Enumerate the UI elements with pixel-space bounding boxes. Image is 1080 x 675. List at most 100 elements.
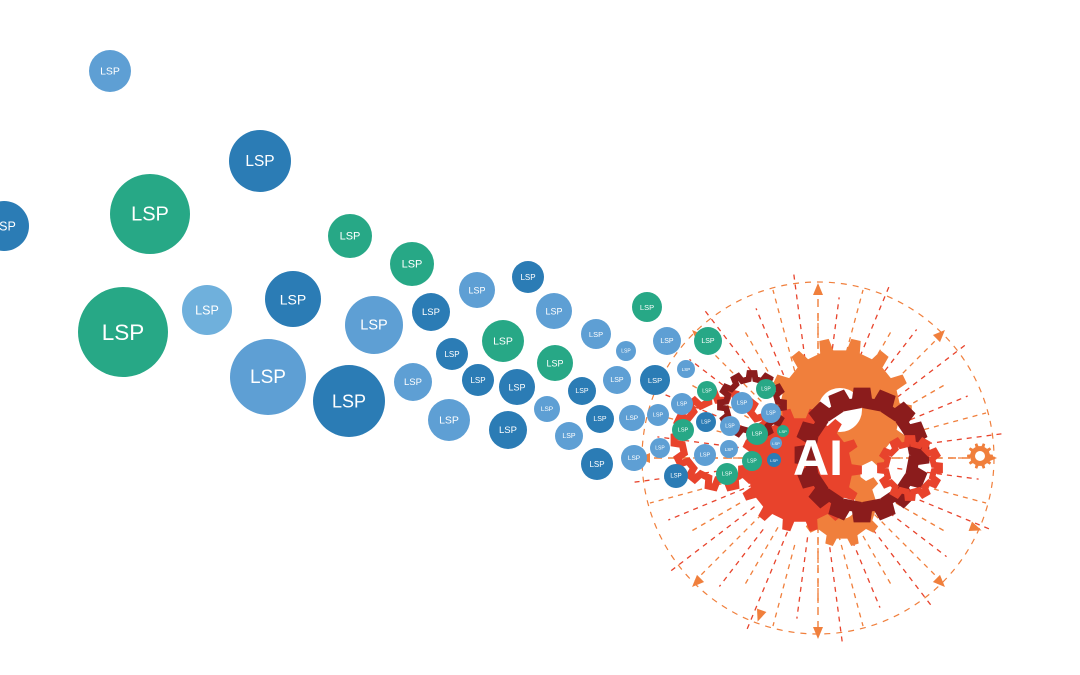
lsp-bubble: LSP [313, 365, 385, 437]
lsp-bubble-label: LSP [655, 446, 665, 452]
burst-ray [718, 529, 764, 587]
lsp-bubble-label: LSP [722, 472, 733, 478]
lsp-bubble-label: LSP [660, 338, 674, 345]
lsp-bubble-label: LSP [725, 424, 735, 430]
burst-ray [862, 535, 894, 589]
lsp-bubble-label: LSP [499, 425, 517, 436]
lsp-bubble-label: LSP [508, 383, 525, 393]
lsp-bubble-label: LSP [520, 273, 535, 282]
lsp-bubble: LSP [653, 327, 681, 355]
burst-ray [772, 544, 796, 627]
lsp-bubble-label: LSP [131, 204, 169, 226]
lsp-bubble-label: LSP [621, 349, 631, 355]
lsp-bubble: LSP [182, 285, 232, 335]
burst-ray [886, 497, 949, 534]
lsp-bubble-label: LSP [682, 367, 691, 372]
gear-red-right [877, 435, 943, 501]
lsp-bubble: LSP [394, 363, 432, 401]
lsp-bubble-label: LSP [562, 433, 576, 440]
lsp-bubble: LSP [390, 242, 434, 286]
burst-ray [829, 547, 843, 643]
burst-arrow [932, 330, 945, 343]
burst-ray [742, 526, 779, 589]
burst-ray [694, 507, 769, 582]
lsp-bubble-label: LSP [439, 415, 459, 427]
lsp-bubble-label: LSP [677, 402, 688, 408]
burst-ray [687, 502, 741, 534]
lsp-bubble: LSP [536, 293, 572, 329]
lsp-bubble: LSP [459, 272, 495, 308]
burst-arrow [692, 574, 705, 587]
lsp-bubble-label: LSP [725, 447, 734, 452]
gear-orange-tiny [967, 443, 993, 469]
burst-ray [633, 469, 729, 483]
lsp-bubble-label: LSP [747, 459, 757, 465]
lsp-bubble: LSP [581, 319, 611, 349]
lsp-bubble-label: LSP [493, 336, 513, 348]
lsp-bubble: LSP [482, 320, 524, 362]
lsp-bubble-label: LSP [737, 401, 748, 407]
lsp-bubble-label: LSP [195, 304, 219, 318]
lsp-bubble-label: LSP [589, 330, 603, 339]
burst-ray [838, 535, 864, 627]
burst-ray [867, 334, 942, 409]
burst-ray [867, 507, 942, 582]
lsp-bubble-label: LSP [404, 377, 422, 388]
lsp-bubble: LSP [767, 453, 781, 467]
lsp-bubble: LSP [770, 437, 782, 449]
lsp-bubble: LSP [640, 365, 670, 395]
burst-ray [866, 521, 932, 606]
lsp-bubble-label: LSP [772, 441, 780, 446]
lsp-bubble-label: LSP [541, 406, 553, 413]
lsp-bubble-label: LSP [610, 377, 624, 384]
burst-arrow [932, 574, 945, 587]
lsp-bubble: LSP [694, 444, 716, 466]
ai-label: AI [793, 430, 843, 486]
lsp-bubble-label: LSP [701, 338, 715, 345]
lsp-bubble: LSP [731, 392, 753, 414]
lsp-bubble-label: LSP [422, 307, 440, 318]
burst-ray [694, 334, 769, 409]
lsp-bubble: LSP [746, 423, 768, 445]
lsp-bubble-stream: LSP LSP LSP LSP LSP LSP LSP LSP LSP LSP LSP LSP LSP L… [0, 50, 789, 488]
lsp-bubble-label: LSP [761, 387, 771, 393]
lsp-bubble: LSP [697, 381, 717, 401]
lsp-bubble-label: LSP [444, 350, 459, 359]
lsp-bubble: LSP [555, 422, 583, 450]
lsp-bubble: LSP [89, 50, 131, 92]
lsp-bubble: LSP [664, 464, 688, 488]
lsp-bubble: LSP [0, 201, 29, 251]
lsp-bubble: LSP [694, 327, 722, 355]
lsp-bubble: LSP [345, 296, 403, 354]
lsp-bubble: LSP [436, 338, 468, 370]
burst-ray [670, 506, 755, 572]
burst-ray [796, 537, 809, 619]
lsp-bubble-label: LSP [648, 376, 662, 385]
lsp-bubble: LSP [581, 448, 613, 480]
lsp-bubble: LSP [756, 379, 776, 399]
lsp-bubble-label: LSP [653, 413, 664, 419]
lsp-bubble-label: LSP [0, 220, 16, 234]
lsp-bubble: LSP [677, 360, 695, 378]
burst-arrow [813, 283, 823, 295]
lsp-bubble: LSP [632, 292, 662, 322]
burst-ray [704, 310, 770, 395]
burst-ray [772, 289, 798, 381]
burst-ray [889, 512, 947, 558]
lsp-bubble: LSP [534, 396, 560, 422]
lsp-bubble: LSP [489, 411, 527, 449]
lsp-bubble: LSP [603, 366, 631, 394]
lsp-bubble: LSP [761, 403, 781, 423]
lsp-bubble: LSP [720, 440, 738, 458]
lsp-bubble: LSP [586, 405, 614, 433]
lsp-bubble: LSP [777, 425, 789, 437]
lsp-bubble-label: LSP [589, 460, 604, 469]
lsp-bubble-label: LSP [332, 392, 366, 412]
lsp-bubble-label: LSP [245, 153, 274, 170]
lsp-bubble-label: LSP [628, 455, 640, 462]
lsp-bubble: LSP [742, 451, 762, 471]
lsp-bubble-label: LSP [640, 303, 654, 312]
lsp-bubble-label: LSP [102, 320, 145, 345]
lsp-bubble-label: LSP [250, 367, 286, 388]
